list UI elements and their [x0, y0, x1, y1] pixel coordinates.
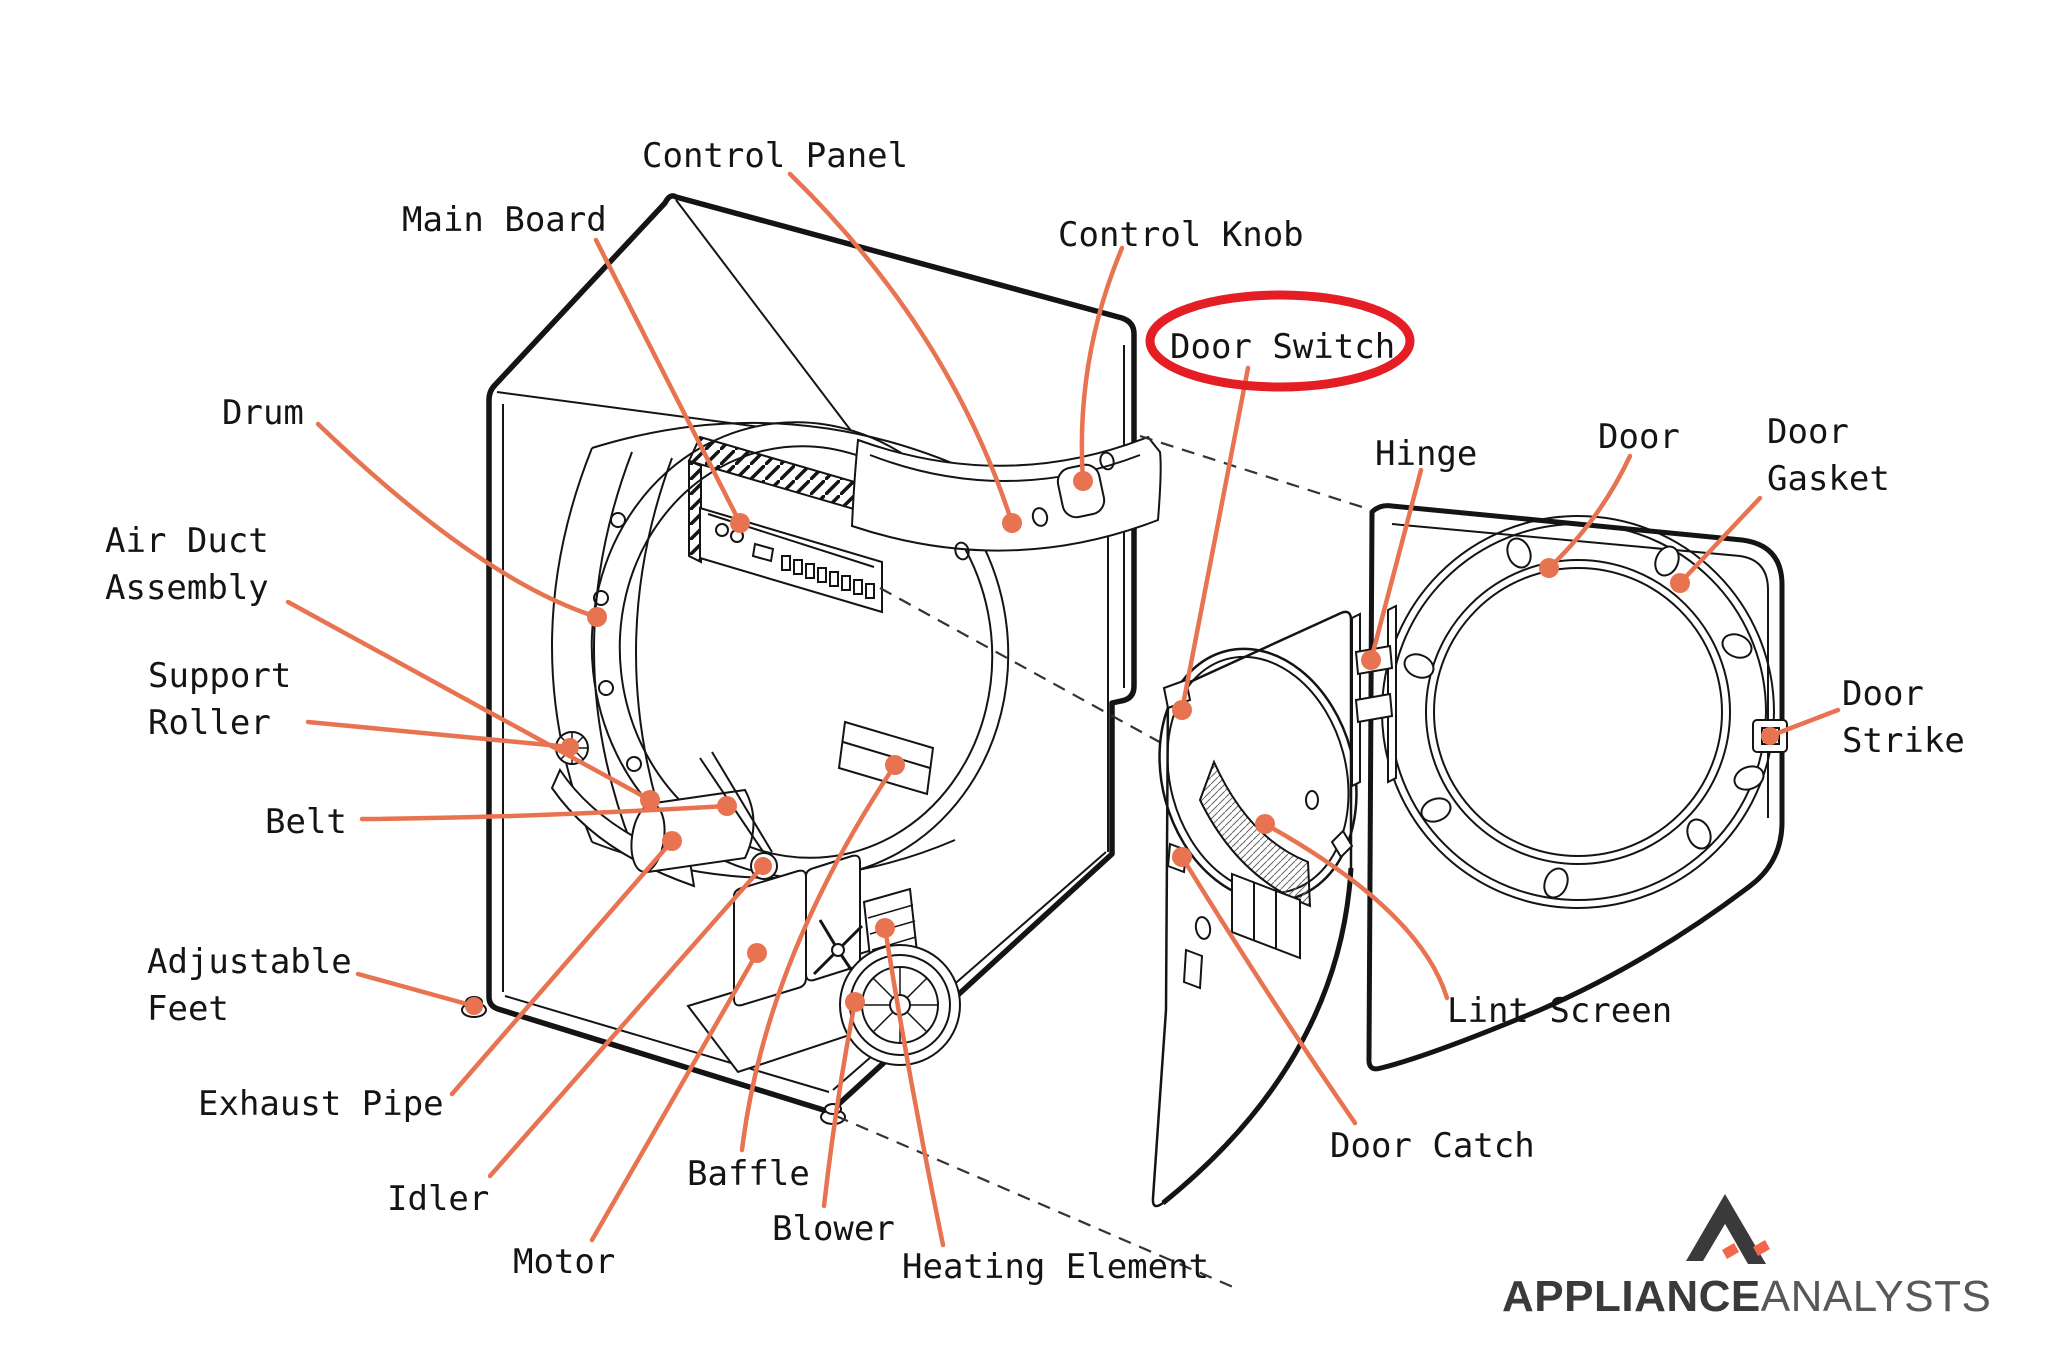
bulkhead-detail-holes: [1182, 790, 1354, 990]
part-label-motor: Motor: [513, 1242, 616, 1282]
leader-door-gasket: [1677, 495, 1763, 586]
leader-dots: [465, 471, 1779, 1015]
part-label-control-panel: Control Panel: [642, 136, 909, 176]
logo-brand-primary: APPLIANCE: [1502, 1272, 1761, 1321]
part-label-door-switch: Door Switch: [1170, 327, 1396, 367]
leader-main-board: [593, 237, 743, 526]
leader-blower: [821, 999, 858, 1209]
leader-support-roller: [305, 719, 573, 750]
part-label-hinge: Hinge: [1375, 434, 1478, 474]
lint-screen-drawing: [1198, 759, 1312, 960]
leader-heating-element: [882, 925, 946, 1248]
part-label-door-catch: Door Catch: [1330, 1126, 1535, 1166]
leader-door-catch: [1179, 854, 1358, 1126]
part-label-drum: Drum: [222, 393, 304, 433]
leader-belt: [359, 803, 730, 822]
leader-hinge: [1368, 467, 1424, 663]
part-label-door-strike: Door Strike: [1842, 674, 1965, 761]
baffle-drawing: [837, 720, 935, 796]
part-label-adjustable-feet: Adjustable Feet: [147, 942, 352, 1029]
leader-control-panel: [787, 171, 1015, 526]
part-label-blower: Blower: [772, 1209, 895, 1249]
leader-lines: [285, 171, 1841, 1248]
part-label-support-roller: Support Roller: [148, 656, 292, 743]
logo-brand-secondary: ANALYSTS: [1760, 1272, 1992, 1321]
door-bolt-holes: [1403, 537, 1765, 899]
leader-door-strike: [1767, 707, 1841, 739]
part-label-idler: Idler: [387, 1179, 490, 1219]
part-label-lint-screen: Lint Screen: [1447, 991, 1673, 1031]
leader-air-duct: [285, 599, 653, 803]
door-drawing: [1366, 503, 1785, 1072]
door-switch-highlight-ring: [1145, 290, 1415, 392]
logo-mountain-icon: [1686, 1194, 1770, 1264]
leader-adjustable-feet: [355, 971, 477, 1009]
part-label-air-duct-assembly: Air Duct Assembly: [105, 521, 269, 608]
leader-door: [1546, 453, 1633, 571]
projection-dashed-lines: [835, 434, 1363, 1292]
leader-drum: [315, 421, 600, 620]
leader-lint-screen: [1262, 821, 1450, 1001]
part-label-belt: Belt: [265, 802, 347, 842]
leader-door-switch: [1179, 365, 1251, 713]
part-label-main-board: Main Board: [402, 200, 607, 240]
part-label-baffle: Baffle: [687, 1154, 810, 1194]
part-label-exhaust-pipe: Exhaust Pipe: [198, 1084, 444, 1124]
logo-wordmark: APPLIANCEANALYSTS: [1502, 1272, 1991, 1322]
blower-drawing: [839, 944, 961, 1066]
part-label-door: Door: [1598, 417, 1680, 457]
leader-control-knob: [1079, 245, 1125, 484]
fan-drawing: [812, 919, 864, 981]
part-label-door-gasket: Door Gasket: [1767, 412, 1890, 499]
leader-exhaust-pipe: [449, 838, 675, 1097]
leader-idler: [487, 863, 766, 1179]
part-label-control-knob: Control Knob: [1058, 215, 1304, 255]
leader-motor: [589, 950, 760, 1243]
control-knob-drawing: [1056, 463, 1106, 519]
leader-baffle: [739, 762, 898, 1153]
part-label-heating-element: Heating Element: [902, 1247, 1210, 1287]
